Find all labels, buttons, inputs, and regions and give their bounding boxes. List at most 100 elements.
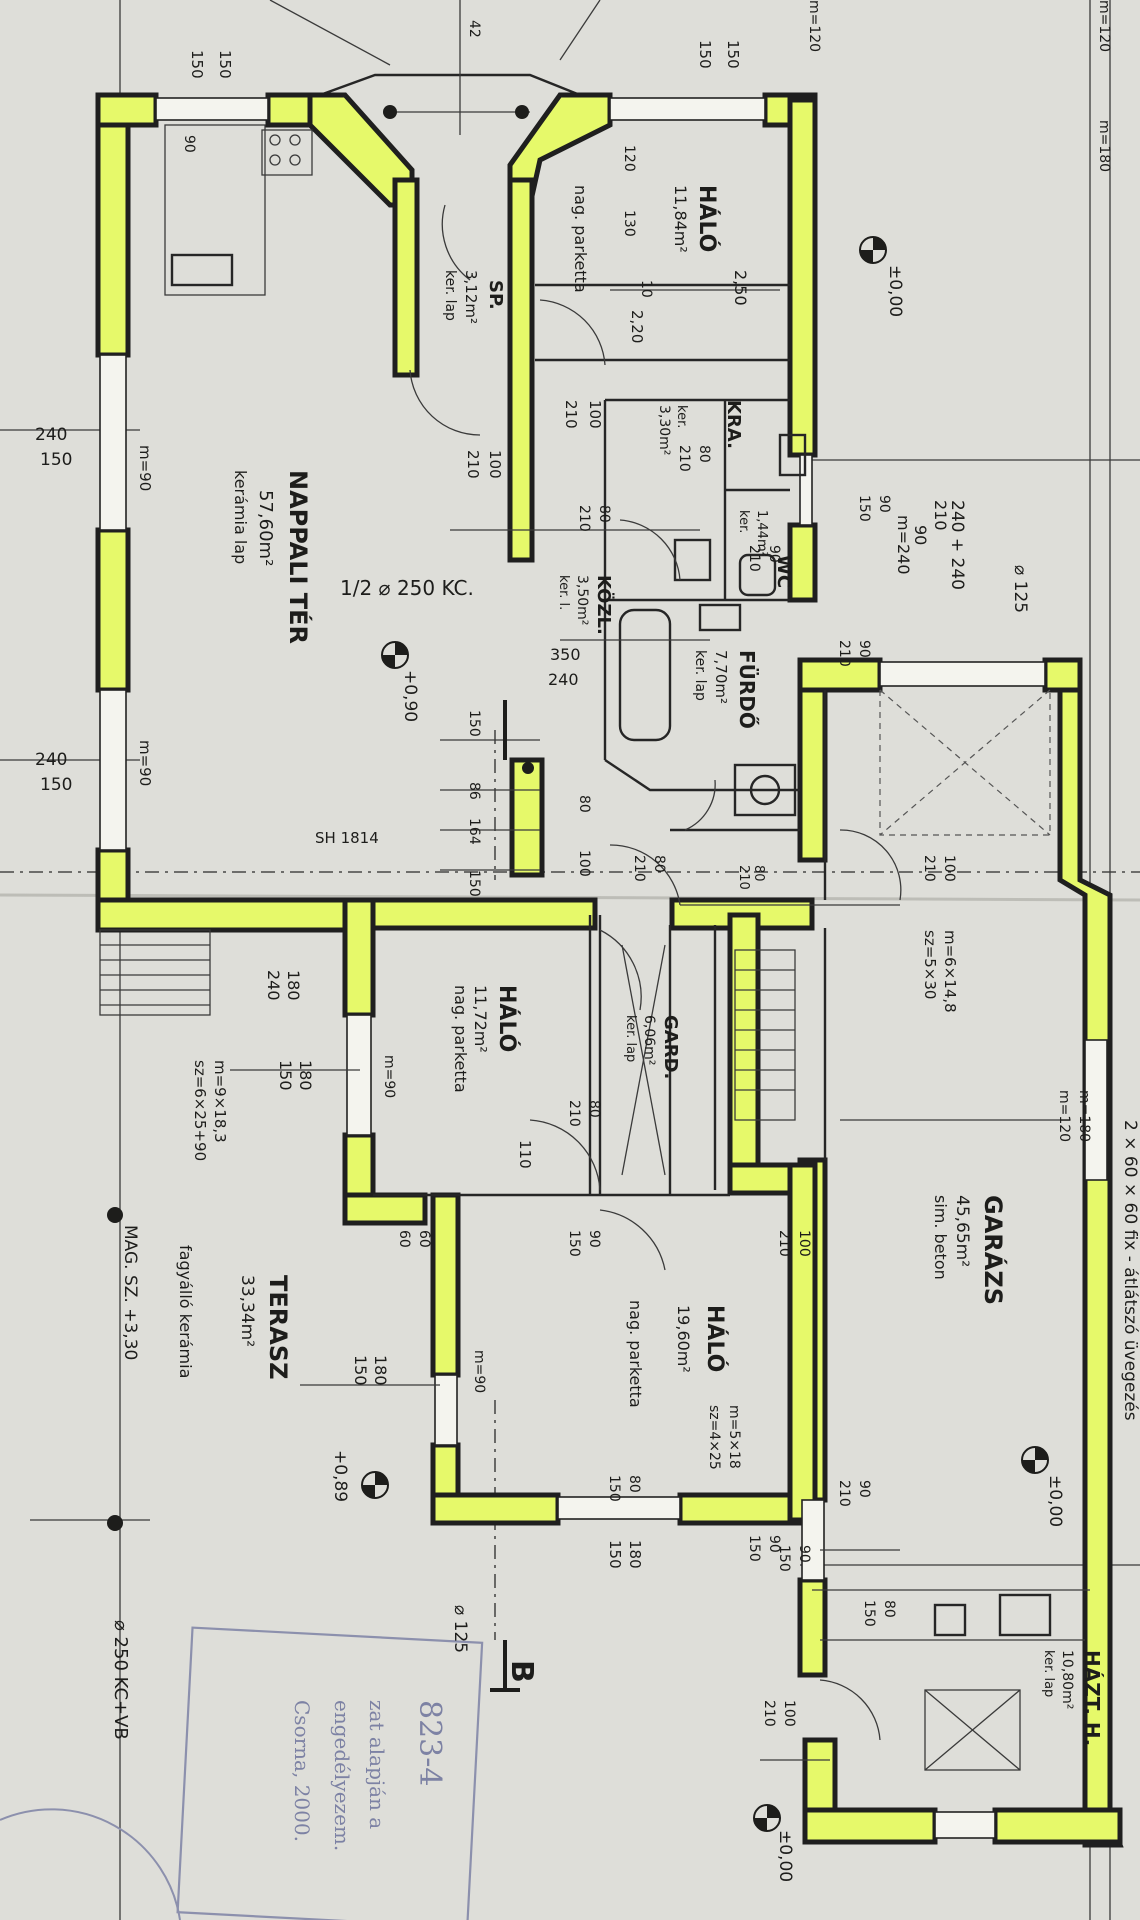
dim-label: m=90 bbox=[136, 740, 154, 786]
garage-door-sill: 90 bbox=[911, 525, 930, 545]
stamp-number: 823-4 bbox=[412, 1700, 447, 1786]
dim-label: 240 bbox=[548, 670, 579, 689]
room-living: NAPPALI TÉR 57,60m² kerámia lap bbox=[231, 470, 313, 644]
dim-label: 90 bbox=[876, 495, 892, 513]
dim-label: 80 bbox=[751, 865, 766, 882]
room-labels: NAPPALI TÉR 57,60m² kerámia lap HÁLÓ 11,… bbox=[176, 185, 1104, 1746]
room-area: 45,65m² bbox=[952, 1195, 972, 1267]
dim-label: 150 bbox=[776, 1545, 792, 1572]
dim-label: 150 bbox=[466, 710, 482, 737]
room-bedroom-3: HÁLÓ 19,60m² bbox=[674, 1305, 728, 1373]
dim-label: 100 bbox=[486, 450, 504, 479]
room-name: GARÁZS bbox=[979, 1195, 1008, 1305]
dim-label: 210 bbox=[566, 1100, 582, 1127]
dim-label: 130 bbox=[621, 210, 637, 237]
level-label-b: +0,90 bbox=[400, 670, 420, 722]
dim-label: 10 bbox=[638, 280, 654, 298]
room-area: 3,12m² bbox=[462, 270, 480, 324]
dim-label: m=90 bbox=[471, 1350, 487, 1393]
dim-label: 100 bbox=[781, 1700, 797, 1727]
pipe-note-1: 1/2 ⌀ 250 KC. bbox=[340, 576, 474, 600]
dim-label: 90 bbox=[766, 545, 782, 563]
stamp-line-2: engedélyezem. bbox=[330, 1700, 354, 1851]
room-name: GARD. bbox=[660, 1015, 681, 1079]
dim-label: 90 bbox=[766, 1535, 782, 1553]
dimension-labels: 150 150 150 150 90 120 130 42 10 2,50 2,… bbox=[35, 0, 1112, 1727]
dim-label: 90 bbox=[181, 135, 197, 153]
stairs bbox=[99, 929, 796, 1176]
room-wardrobe: GARD. 6,06m² ker. lap bbox=[623, 1015, 681, 1079]
room-name: KRA. bbox=[723, 400, 744, 449]
dim-label: 210 bbox=[631, 855, 647, 882]
room-floor: ker. lap bbox=[442, 270, 458, 321]
dim-label: 86 bbox=[466, 782, 482, 800]
dim-label: 150 bbox=[861, 1600, 877, 1627]
room-name: WC bbox=[773, 555, 794, 588]
dim-label: m=180 bbox=[1076, 1090, 1092, 1142]
dim-label: 150 bbox=[466, 870, 482, 897]
pipe-note-2: ⌀ 125 bbox=[1010, 565, 1030, 613]
dim-label: 150 bbox=[351, 1355, 370, 1386]
room-area: 6,06m² bbox=[641, 1015, 657, 1065]
door-swings bbox=[409, 204, 902, 1741]
dim-label: sz=5×30 bbox=[921, 930, 939, 999]
dim-label: 150 bbox=[40, 775, 72, 795]
dim-label: 150 bbox=[606, 1540, 624, 1569]
dim-label: 80 bbox=[881, 1600, 897, 1618]
dim-label: 150 bbox=[566, 1230, 582, 1257]
dim-label: m=120 bbox=[1096, 0, 1112, 52]
dim-label: m=90 bbox=[136, 445, 154, 491]
room-garage: GARÁZS 45,65m² sim. beton bbox=[931, 1195, 1008, 1305]
dim-label: 80 bbox=[651, 855, 667, 873]
level-label-c: +0,89 bbox=[330, 1450, 350, 1502]
dim-label: 100 bbox=[941, 855, 957, 882]
room-bedroom-1: HÁLÓ 11,84m² bbox=[671, 185, 720, 253]
room-area: 57,60m² bbox=[255, 490, 276, 566]
room-bedroom-2: HÁLÓ 11,72m² bbox=[471, 985, 520, 1053]
dim-label: 120 bbox=[621, 145, 637, 172]
dim-label: 80 bbox=[576, 795, 592, 813]
room-name: HÁLÓ bbox=[702, 1305, 728, 1372]
annotation-texts: 1/2 ⌀ 250 KC. SH 1814 ⌀ 125 ⌀ 125 ⌀ 250 … bbox=[110, 265, 1140, 1882]
room-floor: ker. bbox=[674, 405, 689, 428]
room-storage-info: 3,30m² ker. bbox=[656, 405, 689, 455]
room-bedroom-1-floor: nag. parketta bbox=[571, 185, 590, 293]
room-terrace: TERASZ 33,34m² fagyálló kerámia bbox=[176, 1245, 292, 1380]
dim-label: m=5×18 bbox=[726, 1405, 742, 1469]
level-label-d: ±0,00 bbox=[1045, 1475, 1065, 1527]
dimension-lines bbox=[30, 289, 1070, 1761]
dim-label: 180 bbox=[626, 1540, 644, 1569]
dim-label: 2,50 bbox=[731, 270, 750, 306]
level-markers bbox=[107, 105, 1049, 1832]
dim-label: 42 bbox=[466, 20, 482, 38]
room-name: TERASZ bbox=[264, 1275, 292, 1380]
room-name: HÁLÓ bbox=[694, 185, 720, 252]
dim-label: 150 bbox=[188, 50, 206, 79]
walls bbox=[95, 92, 1124, 1848]
dim-label: 210 bbox=[736, 865, 751, 890]
room-hall: KÖZL. 3,50m² ker. l. bbox=[556, 575, 615, 635]
room-storage: KRA. bbox=[723, 400, 744, 449]
dim-label: 350 bbox=[550, 645, 581, 664]
dim-label: 90 bbox=[796, 1545, 812, 1563]
room-area: 11,72m² bbox=[471, 985, 490, 1053]
garage-door-height: 210 bbox=[931, 500, 950, 531]
dim-label: 110 bbox=[516, 1140, 534, 1169]
level-label-e: ±0,00 bbox=[775, 1830, 795, 1882]
level-label-a: ±0,00 bbox=[885, 265, 905, 317]
room-floor: ker. lap bbox=[1041, 1650, 1056, 1697]
room-area: 19,60m² bbox=[674, 1305, 693, 1373]
dim-label: 80 bbox=[696, 445, 712, 463]
dim-label: 150 bbox=[746, 1535, 762, 1562]
windows bbox=[99, 97, 1108, 1839]
dim-label: 180 bbox=[371, 1355, 390, 1386]
garage-door-m: m=240 bbox=[894, 515, 913, 575]
dim-label: m=120 bbox=[806, 0, 822, 52]
room-utility: HÁZT. H. 10,80m² ker. lap bbox=[1041, 1650, 1104, 1746]
dim-label: m=9×18,3 bbox=[211, 1060, 229, 1143]
roof-bay-lines bbox=[269, 0, 601, 135]
dim-label: 100 bbox=[576, 850, 592, 877]
dim-label: 150 bbox=[276, 1060, 295, 1091]
room-floor: kerámia lap bbox=[231, 470, 250, 564]
